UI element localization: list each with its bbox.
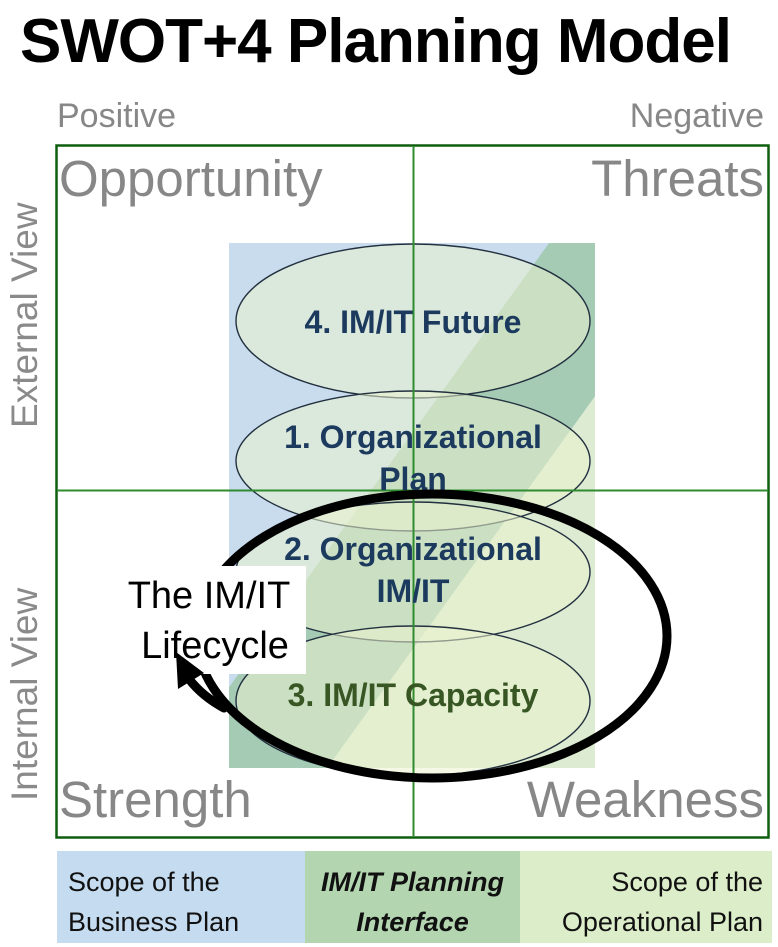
legend-operational-plan: Scope of the Operational Plan — [520, 851, 772, 943]
ellipse-label-organizational-imit-line2: IM/IT — [377, 573, 450, 609]
ellipse-label-organizational-imit-line1: 2. Organizational — [284, 531, 542, 567]
legend-planning-interface: IM/IT Planning Interface — [305, 851, 520, 943]
ellipse-label-imit-capacity: 3. IM/IT Capacity — [288, 677, 539, 713]
legend-interface-line1: IM/IT Planning — [321, 867, 504, 897]
lifecycle-arrow-shaft — [184, 674, 229, 713]
legend-operational-line2: Operational Plan — [561, 907, 763, 937]
legend-operational-line1: Scope of the — [611, 867, 763, 897]
lifecycle-label-box — [112, 566, 306, 674]
scope-legend: Scope of the Business Plan IM/IT Plannin… — [57, 851, 772, 943]
axis-label-negative: Negative — [629, 97, 764, 135]
swot-grid-border — [55, 144, 770, 839]
quadrant-threats-label: Threats — [591, 150, 764, 207]
legend-business-line1: Scope of the — [68, 867, 220, 897]
ellipse-label-organizational-plan-line1: 1. Organizational — [284, 419, 542, 455]
lifecycle-label-line2: Lifecycle — [141, 625, 289, 667]
lifecycle-label-line1: The IM/IT — [128, 575, 291, 617]
page-title: SWOT+4 Planning Model — [20, 7, 732, 76]
quadrant-strength-label: Strength — [59, 771, 252, 828]
lifecycle-arrowhead-icon — [176, 652, 204, 689]
legend-business-line2: Business Plan — [68, 907, 240, 937]
quadrant-opportunity-label: Opportunity — [59, 150, 323, 207]
legend-interface-line2: Interface — [356, 907, 469, 937]
axis-label-positive: Positive — [57, 97, 177, 135]
legend-business-plan: Scope of the Business Plan — [57, 851, 305, 943]
ellipse-label-imit-future: 4. IM/IT Future — [305, 304, 522, 340]
quadrant-weakness-label: Weakness — [526, 771, 764, 828]
